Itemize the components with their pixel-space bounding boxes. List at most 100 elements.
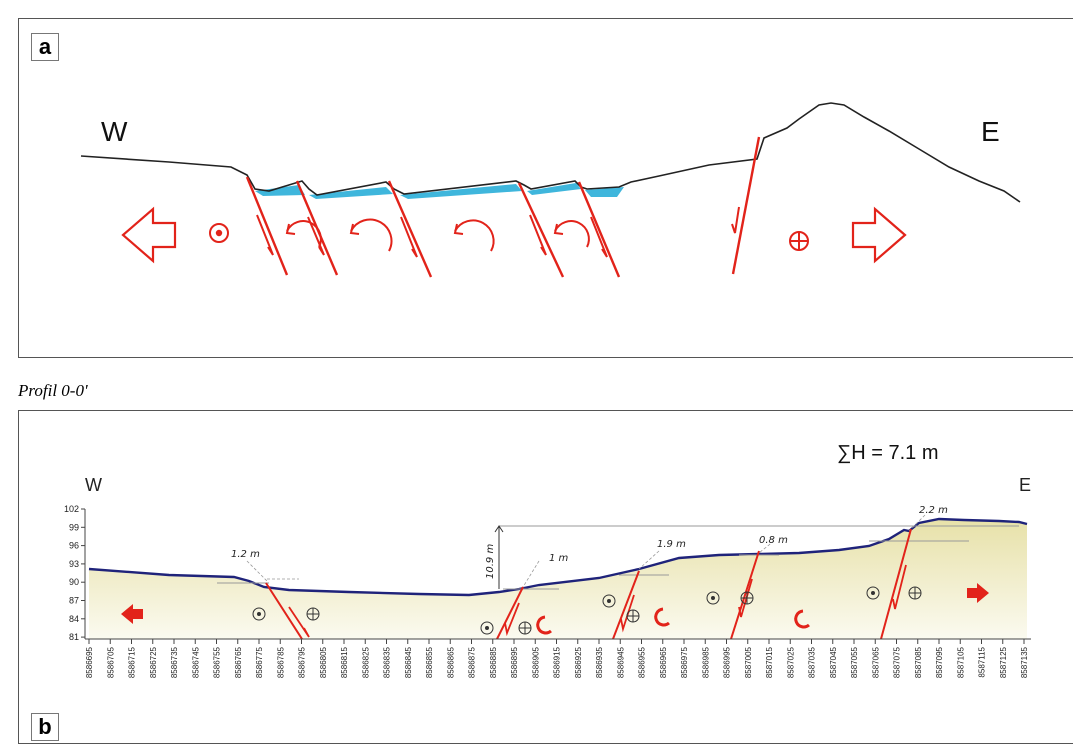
x-tick-label: 8586915 bbox=[553, 646, 562, 678]
slip-arrow bbox=[288, 606, 310, 638]
water-body bbox=[309, 187, 393, 199]
fault-line bbox=[387, 180, 433, 278]
y-tick-label: 81 bbox=[69, 632, 79, 642]
x-tick-label: 8586705 bbox=[106, 646, 115, 678]
leader-line bbox=[246, 560, 268, 582]
fault-line bbox=[577, 181, 621, 278]
motion-symbols bbox=[252, 586, 922, 635]
y-tick-label: 99 bbox=[69, 522, 79, 532]
motion-into-page-symbol bbox=[789, 231, 809, 251]
slip-arrow bbox=[731, 206, 740, 234]
topographic-profile bbox=[80, 102, 1021, 203]
y-tick-label: 96 bbox=[69, 541, 79, 551]
slip-arrow bbox=[620, 594, 635, 633]
extension-arrow-east bbox=[851, 206, 907, 264]
motion-out-of-page-symbol bbox=[866, 586, 880, 600]
slip-arrow bbox=[529, 214, 547, 256]
total-throw-marker bbox=[494, 525, 504, 589]
panel-a-label: a bbox=[31, 33, 59, 61]
extension-arrow-west bbox=[121, 604, 143, 624]
rotation-arrow bbox=[350, 218, 393, 252]
slip-arrow bbox=[256, 214, 274, 256]
extension-arrow-east bbox=[967, 583, 989, 603]
rotation-arrow bbox=[454, 219, 495, 252]
x-tick-label: 8586765 bbox=[234, 646, 243, 678]
fault-line bbox=[730, 550, 760, 640]
x-tick-label: 8587125 bbox=[999, 646, 1008, 678]
motion-into-page-symbol bbox=[740, 591, 754, 605]
motion-into-page-symbol bbox=[306, 607, 320, 621]
x-tick-label: 8586825 bbox=[361, 646, 370, 678]
motion-out-of-page-symbol bbox=[252, 607, 266, 621]
x-tick-label: 8586865 bbox=[446, 646, 455, 678]
leader-lines bbox=[246, 514, 926, 588]
x-tick-label: 8587105 bbox=[956, 646, 965, 678]
x-tick-label: 8587045 bbox=[829, 646, 838, 678]
x-tick-label: 8586805 bbox=[319, 646, 328, 678]
water-body bbox=[527, 183, 581, 195]
fault-line bbox=[245, 176, 289, 276]
leader-line bbox=[908, 514, 926, 532]
fault-line bbox=[496, 586, 524, 640]
x-tick-label: 8586755 bbox=[213, 646, 222, 678]
rotation-arrow bbox=[453, 223, 464, 235]
x-tick-label: 8587085 bbox=[914, 646, 923, 678]
x-tick-label: 8587035 bbox=[808, 646, 817, 678]
motion-out-of-page-symbol bbox=[706, 591, 720, 605]
x-tick-label: 8586905 bbox=[531, 646, 540, 678]
x-tick-label: 8586815 bbox=[340, 646, 349, 678]
water-bodies bbox=[255, 183, 624, 199]
reference-lines bbox=[217, 525, 1019, 590]
x-tick-label: 8586925 bbox=[574, 646, 583, 678]
rotation-arrow bbox=[286, 220, 322, 248]
x-tick-label: 8587135 bbox=[1020, 646, 1029, 678]
fault-line bbox=[517, 182, 565, 278]
slip-arrow bbox=[504, 602, 520, 637]
ground-fill bbox=[89, 519, 1027, 639]
x-tick-label: 8586935 bbox=[595, 646, 604, 678]
west-label: W bbox=[101, 116, 128, 147]
x-tick-label: 8586995 bbox=[723, 646, 732, 678]
y-tick-label: 87 bbox=[69, 596, 79, 606]
x-tick-label: 8586715 bbox=[128, 646, 137, 678]
x-tick-label: 8586975 bbox=[680, 646, 689, 678]
ground-surface-profile bbox=[88, 517, 1028, 597]
y-tick-label: 90 bbox=[69, 577, 79, 587]
x-tick-label: 8586695 bbox=[85, 646, 94, 678]
slip-arrow bbox=[400, 216, 418, 258]
x-tick-label: 8586725 bbox=[149, 646, 158, 678]
fault-line bbox=[612, 570, 640, 640]
x-tick-label: 8587025 bbox=[786, 646, 795, 678]
rotation-arrow bbox=[553, 223, 564, 235]
slip-arrow bbox=[892, 564, 907, 610]
x-tick-label: 8587055 bbox=[850, 646, 859, 678]
profile-title: Profil 0-0' bbox=[18, 381, 88, 400]
east-label: E bbox=[1019, 475, 1031, 495]
x-tick-label: 8587095 bbox=[935, 646, 944, 678]
fault-lines bbox=[245, 136, 761, 278]
rotation-arrows bbox=[536, 607, 810, 635]
x-tick-label: 8586795 bbox=[298, 646, 307, 678]
fault-lines bbox=[265, 528, 912, 640]
water-body bbox=[400, 184, 522, 199]
fault-line bbox=[731, 136, 761, 275]
leader-line bbox=[638, 550, 660, 570]
slip-arrow bbox=[590, 216, 608, 258]
x-tick-label: 8586965 bbox=[659, 646, 668, 678]
rotation-arrow bbox=[536, 615, 552, 635]
x-tick-label: 8586775 bbox=[255, 646, 264, 678]
rotation-arrow bbox=[794, 609, 810, 629]
x-tick-label: 8586745 bbox=[191, 646, 200, 678]
y-tick-label: 93 bbox=[69, 559, 79, 569]
fault-line bbox=[880, 528, 912, 640]
motion-out-of-page-symbol bbox=[602, 594, 616, 608]
slip-arrow bbox=[307, 216, 325, 256]
x-tick-label: 8587075 bbox=[893, 646, 902, 678]
rotation-arrows bbox=[285, 218, 590, 252]
y-tick-label: 84 bbox=[69, 614, 79, 624]
x-tick-label: 8586855 bbox=[425, 646, 434, 678]
